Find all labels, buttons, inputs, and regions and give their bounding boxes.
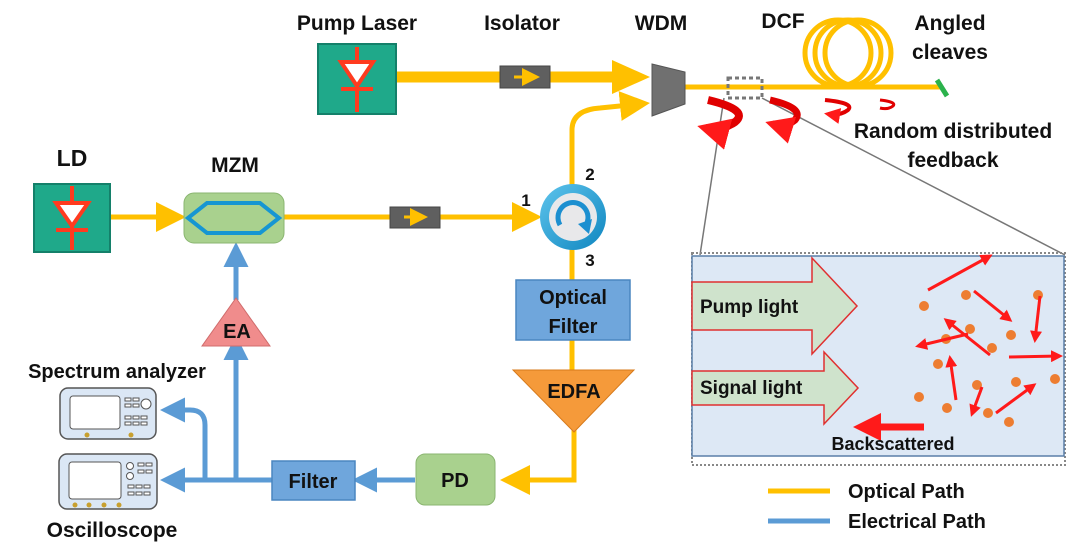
zoom-callout-line-left: [699, 97, 725, 256]
zoom-callout-line-right: [761, 97, 1066, 256]
angled-cleaves-label-line2: cleaves: [912, 41, 988, 64]
random-feedback-label-line2: feedback: [907, 149, 998, 172]
pump-light-label: Pump light: [700, 297, 799, 318]
feedback-arrow-icon: [765, 96, 801, 144]
feedback-arrow-icon: [879, 98, 896, 111]
isolator-label: Isolator: [484, 12, 560, 35]
circulator-to-wdm-fiber: [569, 91, 650, 188]
oscilloscope-label: Oscilloscope: [47, 519, 178, 542]
spectrum-analyzer-label: Spectrum analyzer: [28, 361, 206, 383]
mzm-modulator: [183, 192, 285, 244]
dcf-label: DCF: [761, 10, 804, 33]
random-feedback-label-line1: Random distributed: [854, 120, 1052, 143]
feedback-arrow-icon: [697, 96, 743, 150]
port-2-label: 2: [585, 165, 594, 184]
wdm-label: WDM: [635, 12, 687, 35]
angled-cleave-mark: [934, 78, 950, 98]
legend-electrical-label: Electrical Path: [848, 511, 986, 533]
signal-light-label: Signal light: [700, 378, 803, 399]
edfa-amplifier: [511, 369, 636, 433]
optical-filter-box: [515, 279, 631, 341]
scatter-direction-arrows: [915, 254, 1063, 417]
angled-cleaves-label-line1: Angled: [914, 12, 985, 35]
dcf-coil-icon: [802, 17, 894, 89]
pump-laser: [317, 43, 397, 115]
electrical-paths: [160, 242, 415, 493]
ea-label: EA: [223, 321, 251, 343]
optical-filter-label-line2: Filter: [549, 316, 598, 338]
backscattered-label: Backscattered: [831, 434, 954, 454]
ld-laser: [33, 183, 111, 253]
electrical-amplifier: [201, 297, 271, 347]
legend-optical-label: Optical Path: [848, 481, 965, 503]
spectrum-analyzer-icon: [59, 387, 157, 440]
random-feedback-arrows: [697, 96, 896, 150]
optical-filter-label-line1: Optical: [539, 287, 607, 309]
filter-label: Filter: [289, 471, 338, 493]
pd-label: PD: [441, 470, 469, 492]
to-spectrum-analyzer-wire: [160, 397, 208, 480]
wdm-coupler: [651, 63, 686, 117]
photodetector-box: [415, 453, 496, 506]
oscilloscope-icon: [58, 453, 158, 510]
pump-light-arrow: [691, 256, 859, 356]
electrical-filter-box: [271, 460, 356, 501]
edfa-label: EDFA: [547, 381, 600, 403]
scattering-inset: Pump light Signal light Backscattered: [691, 252, 1066, 466]
mzm-label: MZM: [211, 154, 259, 177]
pump-arrowhead: [612, 60, 650, 94]
port-1-label: 1: [521, 191, 530, 210]
circulator-arrow-icon: [555, 200, 591, 227]
scattering-particles: [914, 290, 1060, 427]
laser-diode-icon: [337, 47, 377, 112]
legend: Optical Path Electrical Path: [768, 481, 986, 533]
port-3-label: 3: [585, 251, 594, 270]
fiber-zoom-region: [726, 76, 764, 100]
pump-laser-label: Pump Laser: [297, 12, 417, 35]
optical-paths: [110, 17, 950, 495]
feedback-arrow-icon: [824, 98, 852, 124]
laser-diode-icon: [52, 186, 92, 250]
signal-light-arrow: [691, 350, 860, 426]
circulator: [540, 184, 606, 250]
edfa-to-pd-fiber: [500, 430, 577, 495]
mzm-interferometer-icon: [184, 201, 283, 235]
ld-label: LD: [57, 145, 88, 171]
